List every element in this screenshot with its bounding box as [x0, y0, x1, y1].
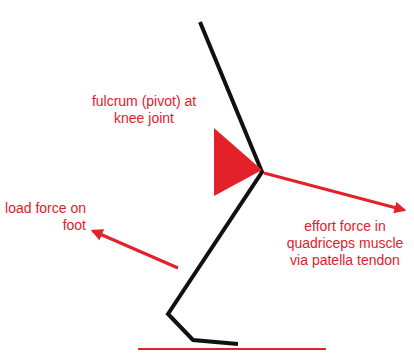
effort-label: effort force in quadriceps muscle via pa… — [280, 218, 410, 269]
ground-line — [138, 348, 326, 350]
load-label: load force on foot — [4, 200, 86, 234]
fulcrum-label: fulcrum (pivot) at knee joint — [88, 93, 200, 127]
fulcrum-triangle — [214, 128, 262, 196]
leg-outline — [168, 22, 262, 344]
effort-arrow — [264, 173, 404, 210]
load-arrow — [93, 231, 178, 268]
